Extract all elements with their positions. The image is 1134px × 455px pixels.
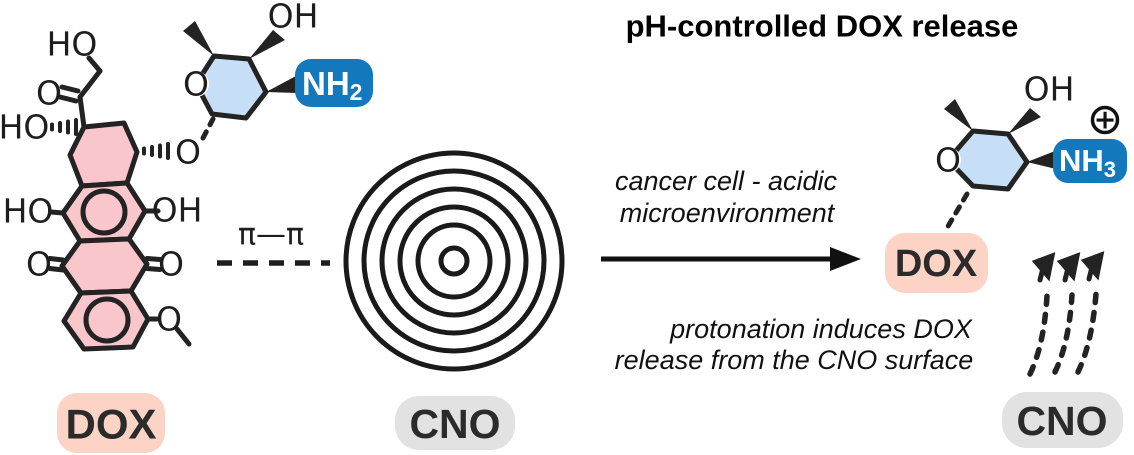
cno-badge-label: CNO: [409, 401, 500, 447]
amine-wedge: [266, 76, 297, 93]
oh-wedge: [1008, 108, 1041, 134]
dox-badge-label: DOX: [65, 401, 156, 448]
atom-label-sugar-o: O: [935, 141, 961, 180]
cno-badge: [395, 396, 515, 450]
atom-label-sugar-oh: OH: [1024, 70, 1075, 109]
cno-shell-circle: [397, 204, 511, 318]
nh3-label: NH3: [1059, 143, 1116, 182]
atom-label-o-quinone-right: O: [158, 245, 184, 284]
atom-label-o-ketone: O: [36, 74, 62, 113]
arrow-head-tail: [1037, 265, 1046, 283]
quinone-left-double-bond: [47, 256, 66, 273]
release-note-line2: release from the CNO surface: [615, 345, 974, 375]
nh2-badge: [295, 59, 373, 107]
charge-circle: [1090, 105, 1120, 135]
release-arrow-heads: [1031, 251, 1105, 283]
released-dox-badge: [885, 233, 988, 293]
methyl-wedge: [183, 21, 214, 56]
atom-label-ho-chain: HO: [47, 25, 98, 64]
bond-carbonyl-ch2: [77, 68, 103, 100]
released-cno-badge-label: CNO: [1016, 398, 1107, 444]
reaction-conditions: cancer cell - acidic microenvironment pr…: [601, 166, 973, 375]
atom-label-o-methoxy: O: [156, 300, 182, 339]
release-arrow-dashed: [1075, 291, 1099, 375]
cno-shell-circle: [379, 186, 529, 336]
atom-label-ho-phenol: HO: [3, 192, 54, 231]
ring-oxygen-backplate: [183, 71, 209, 97]
figure-title: pH-controlled DOX release: [626, 9, 1019, 44]
ketone-double-bond: [57, 84, 81, 104]
bond-methoxy-ch3: [174, 326, 192, 347]
amine-wedge: [1027, 151, 1056, 169]
bond-phenol-left: [48, 209, 66, 216]
release-arrows: [1027, 251, 1105, 377]
daunosamine-sugar: O OH NH2: [183, 0, 373, 121]
charge-plus: +: [1094, 105, 1117, 136]
pi-stacking-label: π—π: [238, 218, 304, 253]
release-arrow-dashed: [1027, 293, 1050, 377]
pi-stacking-interaction: π—π: [217, 218, 330, 266]
cno-nanoparticle: CNO: [343, 150, 565, 450]
nh2-label: NH2: [302, 65, 362, 106]
methyl-wedge: [944, 99, 973, 131]
released-cno-badge: [1002, 392, 1123, 448]
atom-label-sugar-o: O: [183, 65, 209, 104]
cno-shell-circle: [343, 150, 565, 372]
cno-shell-circle: [438, 245, 470, 277]
dox-ring-a: [67, 120, 140, 189]
reaction-condition-line2: microenvironment: [620, 198, 836, 228]
release-note-line1: protonation induces DOX: [669, 314, 973, 344]
dashed-bond-sugar-c1: [200, 116, 216, 141]
atom-label-oh-phenol: OH: [152, 191, 203, 230]
released-dox: O OH + NH3 DOX: [885, 70, 1127, 448]
plus-charge-icon: +: [1090, 105, 1120, 136]
aromatic-circle-d: [83, 296, 131, 344]
dashed-bond-to-dox: [944, 191, 970, 231]
nh3-badge: [1053, 139, 1127, 183]
ring-oxygen-backplate: [935, 147, 961, 173]
arrow-head-tail: [1086, 264, 1095, 282]
atom-label-o-glycosidic: O: [175, 133, 201, 172]
bond-c9-carbonyl: [77, 94, 87, 130]
atom-label-sugar-oh: OH: [268, 0, 319, 36]
release-arrow-dashed: [1052, 292, 1075, 375]
dox-ring-c: [59, 236, 150, 296]
aromatic-circle-b: [80, 188, 128, 236]
dox-molecule: HO O HO HO OH O O O O O OH NH2: [0, 0, 373, 453]
hashed-wedge-glycosidic: [142, 142, 170, 160]
atom-label-ho-c9: HO: [0, 108, 49, 147]
atom-label-o-quinone-left: O: [26, 245, 52, 284]
quinone-right-double-bond: [144, 256, 163, 272]
reaction-arrow-head: [830, 247, 861, 271]
dox-ring-d: [61, 288, 151, 352]
reaction-condition-line1: cancer cell - acidic: [615, 166, 838, 196]
released-dox-badge-label: DOX: [895, 243, 978, 285]
dox-badge: [57, 393, 165, 453]
cno-shell-circle: [415, 222, 493, 300]
oh-wedge: [249, 30, 285, 59]
arrow-head-tail: [1062, 265, 1071, 283]
hashed-wedge-ho-c9: [50, 118, 78, 136]
cno-shell-circle: [361, 168, 547, 354]
bond-ch2-oh: [86, 55, 103, 74]
protonated-sugar: O OH + NH3: [935, 70, 1127, 231]
